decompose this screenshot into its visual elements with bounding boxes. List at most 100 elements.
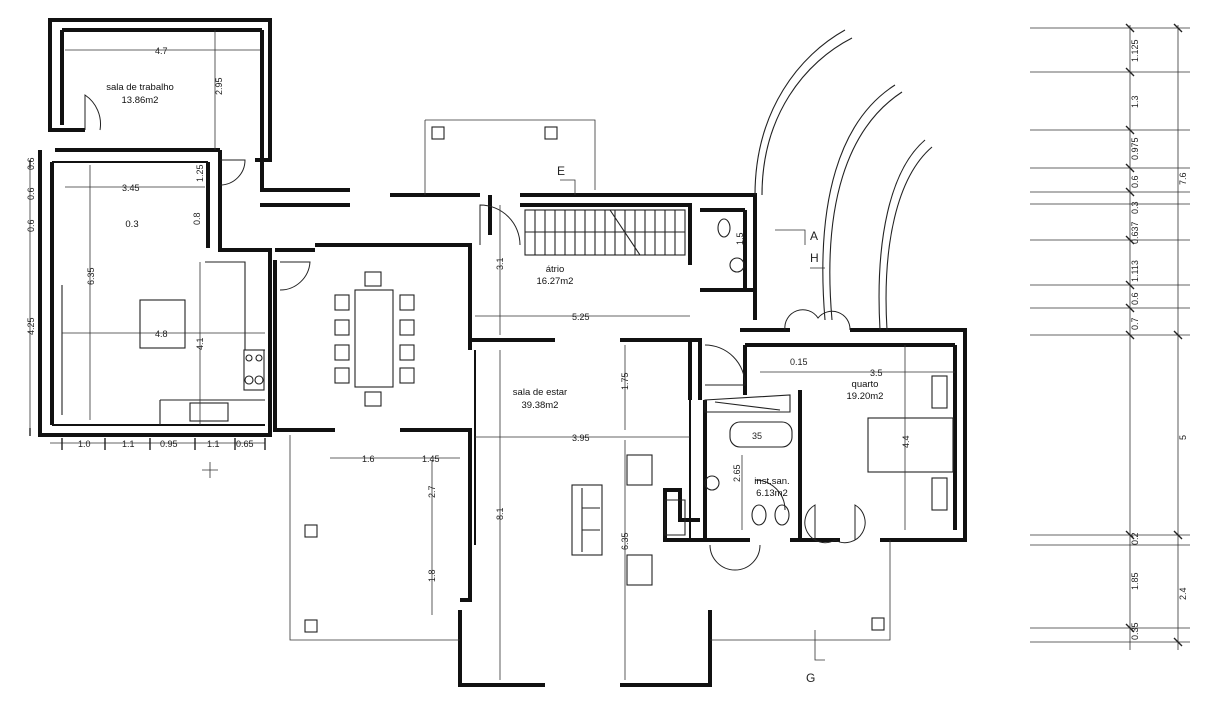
dining-table <box>354 289 394 388</box>
dim-6-35-left: 6.35 <box>86 267 96 285</box>
drive-curve-1 <box>754 29 846 196</box>
toilet-1 <box>751 504 767 526</box>
r-5: 5 <box>1178 435 1188 440</box>
wall-corridor-top <box>260 125 757 320</box>
burner-2 <box>255 354 263 362</box>
bed <box>867 417 954 473</box>
strip-lines <box>1030 27 1190 643</box>
inner-walls <box>52 161 691 545</box>
r-1-113: 1.113 <box>1130 260 1140 282</box>
label-atrio-name: átrio <box>546 264 564 275</box>
door-terrace-3 <box>709 544 761 571</box>
dim-6-35-mid: 6.35 <box>620 532 630 550</box>
r-2-4: 2.4 <box>1178 587 1188 600</box>
section-g: G <box>806 671 815 685</box>
dim-3-1: 3.1 <box>495 257 505 270</box>
door-atrio <box>479 204 521 246</box>
wall-wc <box>700 210 755 292</box>
toilet-2 <box>774 504 790 526</box>
label-study-name: sala de trabalho <box>106 82 174 93</box>
dim-3-5: 3.5 <box>870 368 883 378</box>
armchair-2 <box>626 554 653 586</box>
chair <box>399 367 415 384</box>
dim-35: 35 <box>752 431 762 441</box>
driveway <box>754 29 933 331</box>
door-terrace-1 <box>784 309 851 331</box>
r-0-6b: 0.6 <box>1130 292 1140 305</box>
terrace-outline-top <box>424 119 596 195</box>
drive-curve-6 <box>885 146 933 331</box>
section-g-line <box>814 630 825 661</box>
terrace-outline-bottom <box>289 435 891 641</box>
walls <box>38 18 967 687</box>
bottom-ticks <box>29 160 266 478</box>
pillar <box>304 619 318 633</box>
dim-2-7: 2.7 <box>427 485 437 498</box>
label-kitchen: 0.3 <box>125 219 138 230</box>
dim-1-0: 1.0 <box>78 439 91 449</box>
dim-4-25: 4.25 <box>26 317 36 335</box>
dim-0-6c: 0.6 <box>26 219 36 232</box>
dim-0-65: 0.65 <box>236 439 254 449</box>
r-0-35: 0.35 <box>1130 622 1140 640</box>
dim-0-15: 0.15 <box>790 357 808 367</box>
label-living-area: 39.38m2 <box>522 400 559 411</box>
dining-chairs <box>334 271 415 407</box>
dim-0-6b: 0.6 <box>26 187 36 200</box>
armchair-1 <box>626 454 653 486</box>
dim-1-6: 1.6 <box>362 454 375 464</box>
dim-1-1a: 1.1 <box>122 439 135 449</box>
chair <box>364 271 382 287</box>
fireplace <box>664 499 686 536</box>
wall-kitchen <box>38 148 272 437</box>
stairs <box>524 209 686 256</box>
right-strip-labels: 1.125 1.3 0.975 0.6 0.3 0.637 1.113 0.6 … <box>1130 39 1188 640</box>
chair <box>334 294 350 311</box>
section-h: H <box>810 251 819 265</box>
r-0-7: 0.7 <box>1130 317 1140 330</box>
dim-2-65: 2.65 <box>732 464 742 482</box>
r-1-125: 1.125 <box>1130 39 1140 62</box>
section-a-line <box>775 229 806 245</box>
pillar <box>871 617 885 631</box>
r-0-3: 0.3 <box>1130 201 1140 214</box>
r-0-637: 0.637 <box>1130 221 1140 244</box>
chair <box>399 344 415 361</box>
burner-4 <box>254 375 264 385</box>
basin-wc <box>729 257 745 273</box>
label-bedroom-name: quarto <box>852 379 879 390</box>
section-marks <box>560 179 825 661</box>
dim-1-1b: 1.1 <box>207 439 220 449</box>
nightstand-1 <box>931 375 948 409</box>
r-7-6: 7.6 <box>1178 172 1188 185</box>
strip-ticks <box>1125 23 1183 647</box>
inner-line-1 <box>52 161 265 426</box>
inner-line-2 <box>474 345 691 545</box>
chair <box>399 294 415 311</box>
chair <box>334 344 350 361</box>
door-dining <box>279 261 311 291</box>
dim-1-75: 1.75 <box>620 372 630 390</box>
label-living-name: sala de estar <box>513 387 567 398</box>
chair <box>334 319 350 336</box>
dimension-lines <box>29 30 955 680</box>
stove <box>243 349 265 391</box>
dim-1-8: 1.8 <box>427 569 437 582</box>
sink <box>189 402 229 422</box>
wall-study <box>48 18 272 162</box>
dim-4-1: 4.1 <box>195 337 205 350</box>
right-dimension-strip <box>1030 23 1190 650</box>
label-atrio-area: 16.27m2 <box>537 276 574 287</box>
door-terrace-2 <box>804 504 866 544</box>
r-0-6: 0.6 <box>1130 175 1140 188</box>
wall-central <box>470 195 702 355</box>
pillar <box>431 126 445 140</box>
stair-treads <box>525 209 685 256</box>
r-0-2: 0.2 <box>1130 532 1140 545</box>
nightstand-2 <box>931 477 948 511</box>
chair <box>364 391 382 407</box>
plus-mark <box>202 462 218 478</box>
sofa <box>571 484 603 556</box>
dim-0-95: 0.95 <box>160 439 178 449</box>
